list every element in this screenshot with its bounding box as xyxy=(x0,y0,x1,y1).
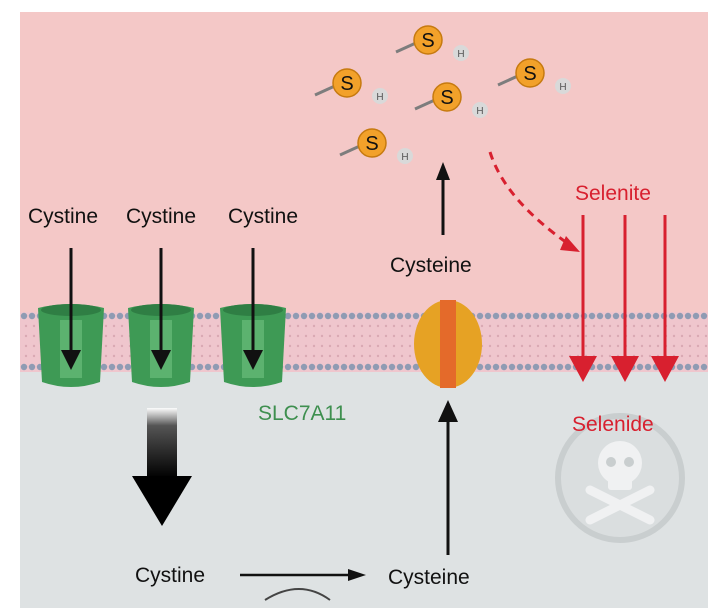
cystine-label-3: Cystine xyxy=(228,205,298,228)
cysteine-bottom-label: Cysteine xyxy=(388,566,470,589)
cystine-accumulation-arrow xyxy=(132,408,192,526)
hydrogen-label: H xyxy=(476,106,483,117)
sulfur-label: S xyxy=(340,73,353,95)
skull-crossbones-icon xyxy=(555,413,685,543)
cystine-to-cysteine-arrow xyxy=(240,569,366,581)
sulfhydryl-molecule-icon: HS xyxy=(314,68,388,104)
sulfur-label: S xyxy=(365,133,378,155)
cystine-bottom-label: Cystine xyxy=(135,564,205,587)
sulfur-label: S xyxy=(523,63,536,85)
cystine-label-2: Cystine xyxy=(126,205,196,228)
sulfur-label: S xyxy=(421,30,434,52)
extracellular-space xyxy=(20,12,708,317)
hydrogen-label: H xyxy=(401,152,408,163)
sulfur-label: S xyxy=(440,87,453,109)
slc7a11-label: SLC7A11 xyxy=(258,402,346,425)
cysteine-upper-label: Cysteine xyxy=(390,254,472,277)
cysteine-release-arrow xyxy=(436,162,450,235)
selenite-label: Selenite xyxy=(575,182,651,205)
selenite-reduction-arrows xyxy=(569,215,679,382)
sulfhydryl-molecule-icon: HS xyxy=(414,82,488,118)
sulfhydryl-molecule-icon: HS xyxy=(339,128,413,164)
nadph-curve xyxy=(264,588,331,601)
hydrogen-label: H xyxy=(559,82,566,93)
sulfhydryl-molecule-icon: HS xyxy=(395,25,469,61)
cell-membrane: /* placeholder: circles drawn below by s… xyxy=(20,312,708,372)
hydrogen-label: H xyxy=(457,49,464,60)
sulfhydryl-molecule-icon: HS xyxy=(497,58,571,94)
cysteine-export-arrow-lower xyxy=(438,400,458,555)
hydrogen-label: H xyxy=(376,92,383,103)
cystine-label-1: Cystine xyxy=(28,205,98,228)
cysteine-export-channel xyxy=(414,300,482,388)
selenide-label: Selenide xyxy=(572,413,654,436)
